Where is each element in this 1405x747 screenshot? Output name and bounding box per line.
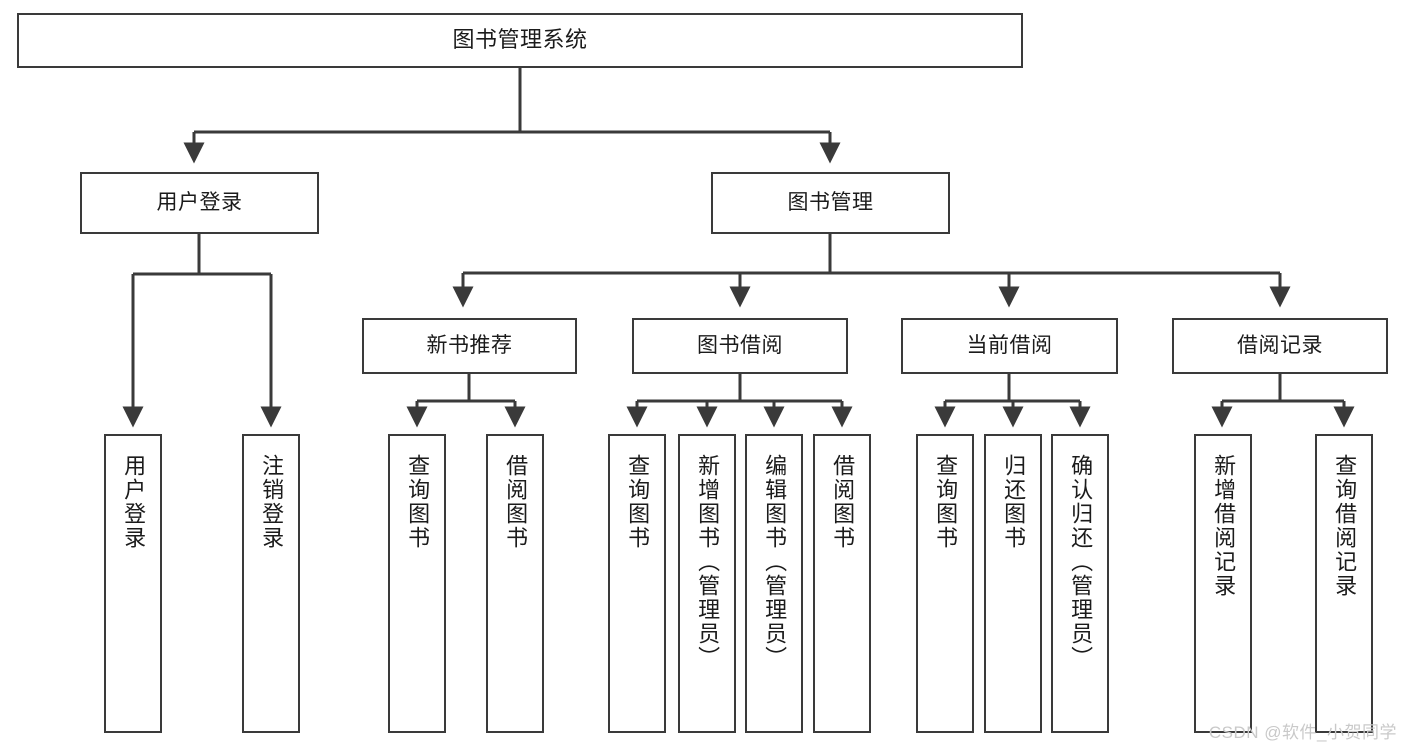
leaf-confirm-return[interactable]: 确认归还（管理员）: [1051, 434, 1109, 733]
leaf-user-login[interactable]: 用户登录: [104, 434, 162, 733]
leaf-query-book-1[interactable]: 查询图书: [388, 434, 446, 733]
node-new-book-recommend[interactable]: 新书推荐: [362, 318, 577, 374]
leaf-label: 归还图书: [1001, 454, 1027, 550]
leaf-logout-login[interactable]: 注销登录: [242, 434, 300, 733]
leaf-label: 编辑图书（管理员）: [762, 454, 788, 670]
leaf-label: 借阅图书: [503, 454, 529, 550]
leaf-label: 新增借阅记录: [1211, 454, 1237, 598]
leaf-label: 用户登录: [121, 454, 147, 550]
node-root-system[interactable]: 图书管理系统: [17, 13, 1023, 68]
leaf-borrow-book-2[interactable]: 借阅图书: [813, 434, 871, 733]
leaf-borrow-book-1[interactable]: 借阅图书: [486, 434, 544, 733]
leaf-label: 查询图书: [405, 454, 431, 550]
leaf-label: 注销登录: [259, 454, 285, 550]
leaf-label: 查询图书: [933, 454, 959, 550]
leaf-return-book[interactable]: 归还图书: [984, 434, 1042, 733]
leaf-label: 确认归还（管理员）: [1068, 454, 1094, 670]
node-borrow-record[interactable]: 借阅记录: [1172, 318, 1388, 374]
node-current-borrow[interactable]: 当前借阅: [901, 318, 1118, 374]
leaf-query-record[interactable]: 查询借阅记录: [1315, 434, 1373, 733]
leaf-add-book[interactable]: 新增图书（管理员）: [678, 434, 736, 733]
leaf-query-book-3[interactable]: 查询图书: [916, 434, 974, 733]
leaf-label: 新增图书（管理员）: [695, 454, 721, 670]
leaf-query-book-2[interactable]: 查询图书: [608, 434, 666, 733]
node-book-borrow[interactable]: 图书借阅: [632, 318, 848, 374]
csdn-watermark: CSDN @软件_小贺同学: [1208, 723, 1397, 742]
leaf-label: 借阅图书: [830, 454, 856, 550]
node-book-management[interactable]: 图书管理: [711, 172, 950, 234]
leaf-edit-book[interactable]: 编辑图书（管理员）: [745, 434, 803, 733]
leaf-label: 查询借阅记录: [1332, 454, 1358, 598]
node-user-login[interactable]: 用户登录: [80, 172, 319, 234]
leaf-add-record[interactable]: 新增借阅记录: [1194, 434, 1252, 733]
leaf-label: 查询图书: [625, 454, 651, 550]
